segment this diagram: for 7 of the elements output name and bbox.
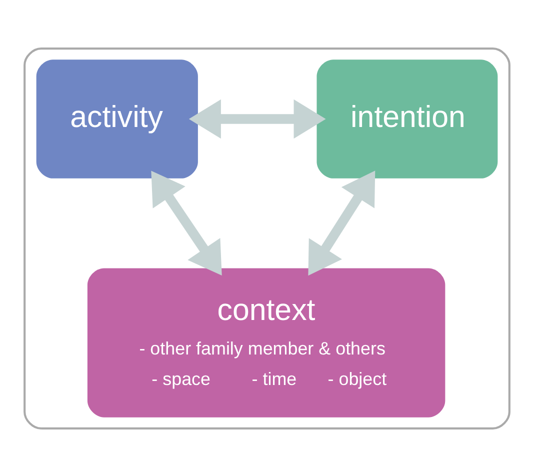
arrow [188, 98, 326, 138]
arrow [151, 170, 222, 276]
cluster [24, 47, 510, 429]
node-box: context - other family member & others - space - time - object [87, 268, 446, 417]
arrow [308, 170, 376, 276]
node-box: activity [36, 59, 198, 178]
node-box: intention [316, 59, 498, 178]
